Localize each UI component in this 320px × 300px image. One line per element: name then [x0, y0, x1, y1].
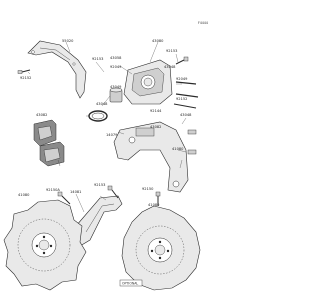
label-14079: 14079	[106, 133, 118, 137]
label-92152-a: 92152	[20, 76, 31, 80]
label-43048-c: 43048	[180, 113, 192, 117]
optional-tag: OPTIONAL	[119, 279, 143, 287]
label-92049-a: 92049	[110, 65, 122, 69]
label-55020: 55020	[62, 39, 74, 43]
label-43049: 43049	[110, 85, 122, 89]
bolt-92150a	[57, 191, 71, 205]
label-41080-right: 41080	[148, 203, 160, 207]
label-43048-a: 43048	[96, 102, 108, 106]
label-92150a: 92150A	[46, 188, 60, 192]
brake-disc-left	[3, 199, 87, 291]
caliper-body	[123, 59, 173, 105]
label-43048-b: 43048	[164, 65, 176, 69]
label-92150-right: 92150	[142, 187, 154, 191]
brake-disc-right-optional	[121, 205, 201, 291]
caliper-bracket	[113, 121, 189, 193]
bolt-92153-guard	[107, 185, 119, 199]
label-41080-bracket: 41080	[172, 147, 184, 151]
label-14081: 14081	[70, 190, 81, 194]
part-labels: 55020 92153 92152 43080 43058 92153 9204…	[18, 39, 192, 207]
bolt-92152-left	[17, 69, 31, 74]
exploded-view: F4444	[3, 21, 208, 291]
label-41080-left: 41080	[18, 193, 30, 197]
diagram-code: F4444	[198, 21, 208, 25]
label-43058: 43058	[110, 56, 122, 60]
optional-label: OPTIONAL	[122, 282, 138, 286]
label-92152-b: 92152	[176, 97, 187, 101]
label-43082-pads: 43082	[36, 113, 47, 117]
bracket-boots	[187, 129, 197, 155]
label-92153-b: 92153	[166, 49, 177, 53]
bolt-92150-right	[155, 191, 161, 206]
brake-pads	[33, 119, 65, 167]
piston	[109, 87, 123, 103]
label-92153-a: 92153	[92, 57, 103, 61]
label-43080: 43080	[152, 39, 164, 43]
label-92049-b: 92049	[176, 77, 188, 81]
leader-lines	[27, 41, 187, 213]
label-43082: 43082	[150, 125, 161, 129]
label-92153-c: 92153	[94, 183, 105, 187]
bleed-valve	[175, 56, 189, 65]
label-92144: 92144	[150, 109, 162, 113]
caliper-guard	[27, 40, 87, 99]
caliper-pins	[173, 81, 199, 109]
disc-guard	[75, 195, 123, 247]
piston-seal	[88, 110, 108, 122]
parts-diagram: F4444	[3, 21, 208, 291]
